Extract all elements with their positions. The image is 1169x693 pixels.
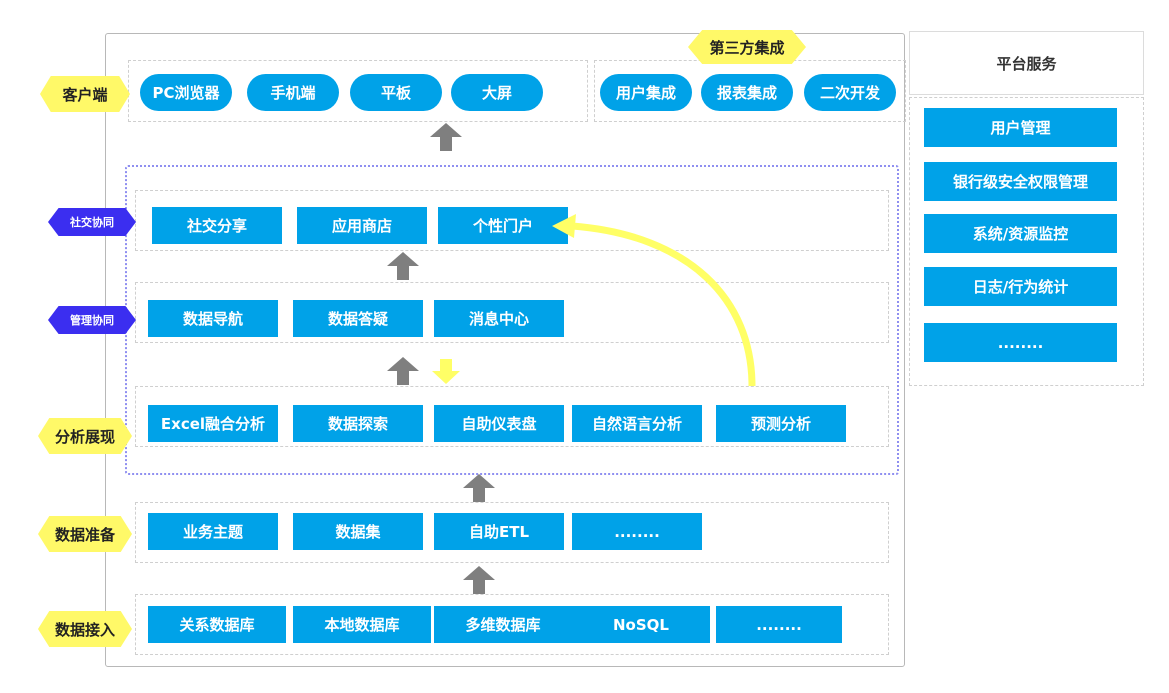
- platform-log-statistics[interactable]: 日志/行为统计: [924, 267, 1117, 306]
- prep-more[interactable]: ........: [572, 513, 702, 550]
- social-personal-portal[interactable]: 个性门户: [438, 207, 568, 244]
- management-tag: 管理协同: [48, 306, 136, 334]
- analysis-prediction[interactable]: 预测分析: [716, 405, 846, 442]
- third-party-report-integration[interactable]: 报表集成: [701, 74, 793, 111]
- platform-system-monitor[interactable]: 系统/资源监控: [924, 214, 1117, 253]
- analysis-row-frame: [135, 386, 889, 447]
- prep-self-service-etl[interactable]: 自助ETL: [434, 513, 564, 550]
- up-arrow-prep: [463, 566, 495, 594]
- client-tablet[interactable]: 平板: [350, 74, 442, 111]
- prep-tag: 数据准备: [38, 516, 132, 552]
- social-tag: 社交协同: [48, 208, 136, 236]
- client-tag: 客户端: [40, 76, 130, 112]
- platform-more[interactable]: ........: [924, 323, 1117, 362]
- prep-row-frame: [135, 502, 889, 563]
- management-row-frame: [135, 282, 889, 343]
- access-nosql[interactable]: NoSQL: [572, 606, 710, 643]
- social-app-store[interactable]: 应用商店: [297, 207, 427, 244]
- access-relational-db[interactable]: 关系数据库: [148, 606, 286, 643]
- analysis-excel-fusion[interactable]: Excel融合分析: [148, 405, 278, 442]
- third-party-secondary-dev[interactable]: 二次开发: [804, 74, 896, 111]
- yellow-curved-arrow-head: [552, 214, 576, 238]
- access-tag: 数据接入: [38, 611, 132, 647]
- third-party-tag: 第三方集成: [688, 30, 806, 64]
- platform-security-permission[interactable]: 银行级安全权限管理: [924, 162, 1117, 201]
- architecture-frame: [105, 33, 905, 667]
- prep-business-topic[interactable]: 业务主题: [148, 513, 278, 550]
- client-mobile[interactable]: 手机端: [247, 74, 339, 111]
- access-row-frame: [135, 594, 889, 655]
- platform-title: 平台服务: [909, 31, 1144, 95]
- analysis-natural-language[interactable]: 自然语言分析: [572, 405, 702, 442]
- platform-user-management[interactable]: 用户管理: [924, 108, 1117, 147]
- yellow-down-arrow: [432, 359, 460, 384]
- up-arrow-analysis: [463, 474, 495, 502]
- client-row-frame: [128, 60, 588, 122]
- up-arrow-social: [387, 252, 419, 280]
- management-data-qa[interactable]: 数据答疑: [293, 300, 423, 337]
- analysis-self-service-dashboard[interactable]: 自助仪表盘: [434, 405, 564, 442]
- client-big-screen[interactable]: 大屏: [451, 74, 543, 111]
- up-arrow-management: [387, 357, 419, 385]
- social-share[interactable]: 社交分享: [152, 207, 282, 244]
- access-more[interactable]: ........: [716, 606, 842, 643]
- platform-frame: [909, 97, 1144, 386]
- up-arrow-client: [430, 123, 462, 151]
- social-row-frame: [135, 190, 889, 251]
- prep-dataset[interactable]: 数据集: [293, 513, 423, 550]
- yellow-curved-arrow: [571, 222, 756, 387]
- client-pc-browser[interactable]: PC浏览器: [140, 74, 232, 111]
- management-message-center[interactable]: 消息中心: [434, 300, 564, 337]
- management-data-navigation[interactable]: 数据导航: [148, 300, 278, 337]
- access-multidimensional-db[interactable]: 多维数据库: [434, 606, 572, 643]
- access-local-db[interactable]: 本地数据库: [293, 606, 431, 643]
- third-party-user-integration[interactable]: 用户集成: [600, 74, 692, 111]
- analysis-tag: 分析展现: [38, 418, 132, 454]
- analysis-data-exploration[interactable]: 数据探索: [293, 405, 423, 442]
